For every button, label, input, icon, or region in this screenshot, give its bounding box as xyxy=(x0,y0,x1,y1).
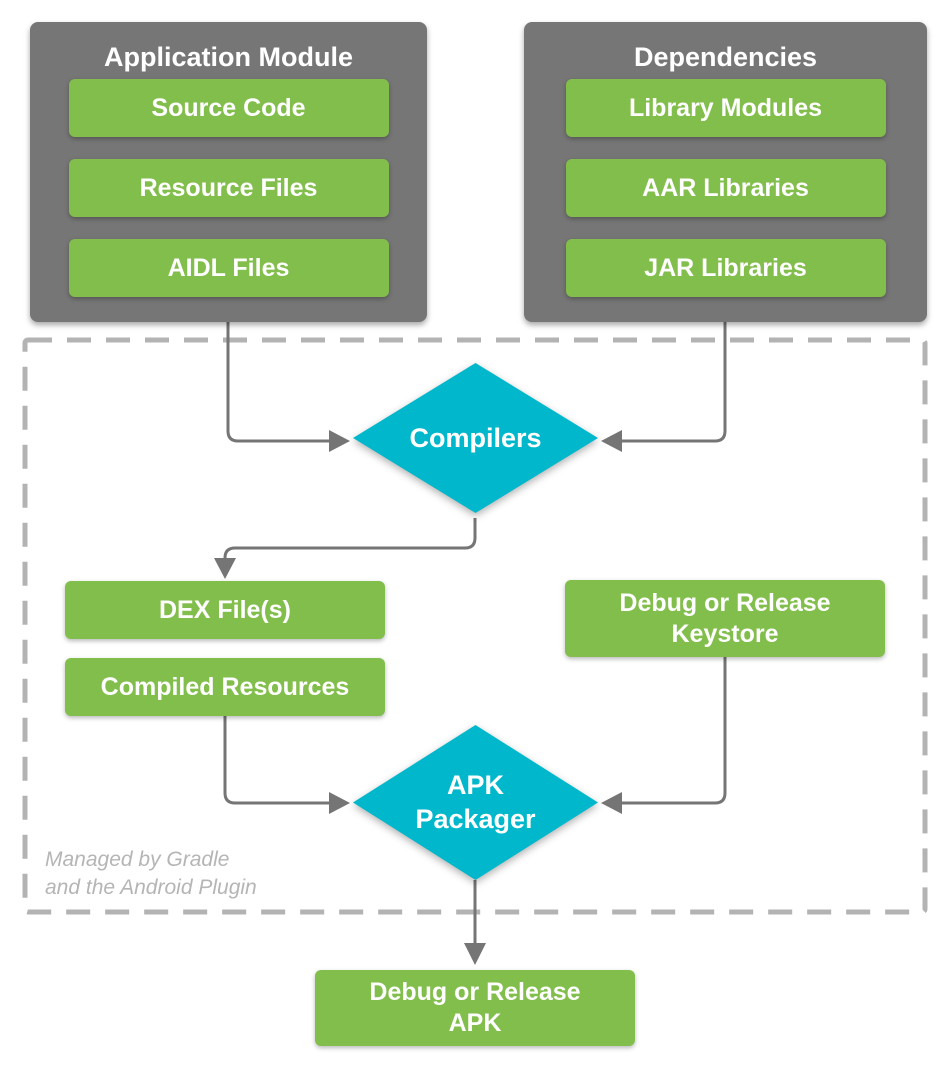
compiled-resources-label: Compiled Resources xyxy=(100,672,350,701)
arrow-compilers-to-dex xyxy=(223,518,477,559)
node-source-code: Source Code xyxy=(68,79,389,137)
application-module-panel: Application Module Source Code Resource … xyxy=(30,22,427,322)
gradle-managed-caption: Managed by Gradle and the Android Plugin xyxy=(45,846,257,902)
apk-label: Debug or Release APK xyxy=(369,978,581,1037)
arrowhead-icon xyxy=(329,430,350,452)
arrowhead-icon xyxy=(464,943,486,965)
caption-line-1: Managed by Gradle xyxy=(45,848,230,871)
apk-packager-diamond: APK Packager xyxy=(353,725,598,880)
arrowhead-icon xyxy=(214,558,236,579)
node-jar-libraries: JAR Libraries xyxy=(565,239,886,297)
node-dex-files: DEX File(s) xyxy=(65,581,385,639)
dependencies-title: Dependencies xyxy=(633,42,818,72)
arrowhead-icon xyxy=(601,430,622,452)
dex-files-label: DEX File(s) xyxy=(159,595,291,624)
compilers-label: Compilers xyxy=(409,422,542,453)
dependencies-panel: Dependencies Library Modules AAR Librari… xyxy=(524,22,927,322)
node-compiled-resources: Compiled Resources xyxy=(65,658,385,716)
node-aar-libraries: AAR Libraries xyxy=(565,159,886,217)
node-debug-release-apk: Debug or Release APK xyxy=(315,970,635,1046)
keystore-label: Debug or Release Keystore xyxy=(619,588,831,648)
node-resource-files: Resource Files xyxy=(68,159,389,217)
arrowhead-icon xyxy=(329,792,350,814)
node-library-modules: Library Modules xyxy=(565,79,886,137)
node-aidl-files: AIDL Files xyxy=(68,239,389,297)
application-module-title: Application Module xyxy=(104,42,353,72)
arrow-resources-to-packager xyxy=(223,716,330,805)
caption-line-2: and the Android Plugin xyxy=(45,876,257,899)
arrowhead-icon xyxy=(601,792,622,814)
arrow-appmodule-to-compilers xyxy=(226,322,330,443)
compilers-diamond: Compilers xyxy=(353,363,598,513)
arrow-dependencies-to-compilers xyxy=(621,322,727,443)
node-keystore: Debug or Release Keystore xyxy=(565,580,885,657)
apk-packager-label: APK Packager xyxy=(415,769,536,834)
arrow-keystore-to-packager xyxy=(621,657,727,805)
